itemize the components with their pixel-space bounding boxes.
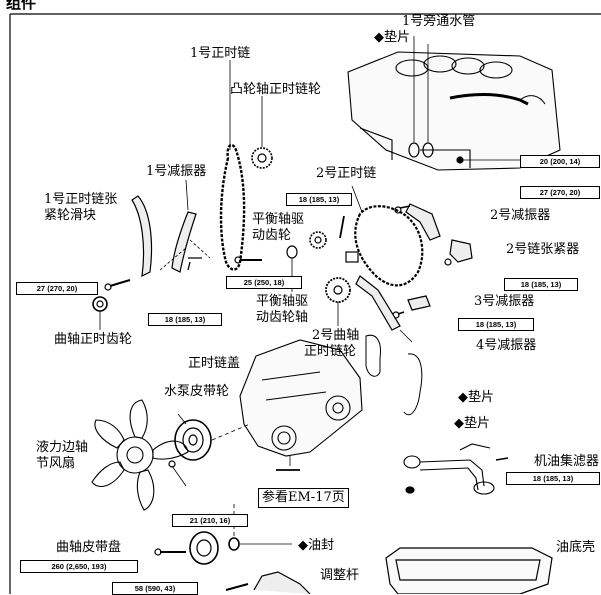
label-oil-strainer: 机油集滤器 [534, 454, 600, 469]
label-fan-line1: 液力边轴 [36, 440, 89, 455]
label-gasket-mid: ◆垫片 [454, 416, 490, 431]
label-balance-shaft-line2: 动齿轮轴 [256, 310, 309, 325]
see-em17-reference: 参看EM-17页 [258, 488, 349, 508]
label-no2-timing-chain: 2号正时链 [316, 166, 377, 181]
no1-timing-chain [219, 143, 246, 271]
label-no1-slipper-line1: 1号正时链张 [44, 192, 118, 207]
bypass-gasket-1 [408, 142, 420, 158]
bypass-gasket-2 [422, 142, 434, 158]
no1-damper [171, 211, 197, 273]
crank-timing-gear [92, 296, 108, 312]
label-timing-chain-cover: 正时链盖 [188, 356, 241, 371]
label-gasket-top: ◆垫片 [374, 30, 410, 45]
torque-260-2650-193: 260 (2,650, 193) [20, 560, 138, 573]
label-no1-bypass-pipe: 1号旁通水管 [402, 14, 476, 29]
label-no1-damper: 1号减振器 [146, 164, 207, 179]
fluid-coupling-fan [91, 399, 189, 511]
label-balance-shaft-line1: 平衡轴驱 [256, 294, 309, 309]
label-fan-line2: 节风扇 [36, 456, 76, 471]
camshaft-sprocket [251, 147, 273, 169]
label-crank-timing-gear: 曲轴正时齿轮 [54, 332, 133, 347]
cylinder-block [347, 51, 561, 171]
torque-18-185-13-e: 18 (185, 13) [506, 472, 600, 485]
torque-18-185-13-b: 18 (185, 13) [504, 278, 578, 291]
torque-58-590-43: 58 (590, 43) [112, 582, 198, 595]
no3-damper [407, 295, 431, 311]
water-pump-pulley [174, 419, 212, 461]
label-adjusting-bar: 调整杆 [320, 568, 360, 583]
torque-18-185-13-d: 18 (185, 13) [458, 318, 534, 331]
label-balance-gear-line1: 平衡轴驱 [252, 212, 305, 227]
label-no2-tensioner: 2号链张紧器 [506, 242, 580, 257]
no2-chain-tensioner [449, 239, 473, 263]
no4-damper [355, 275, 401, 331]
crankshaft-pulley [189, 531, 219, 565]
label-oil-pan: 油底壳 [556, 540, 596, 555]
torque-25-250-18: 25 (250, 18) [226, 276, 302, 289]
no1-tensioner-slipper [131, 195, 153, 278]
balance-shaft-drive-gear [309, 231, 327, 249]
label-no4-damper: 4号减振器 [476, 338, 537, 353]
label-no1-timing-chain: 1号正时链 [190, 46, 251, 61]
label-no3-damper: 3号减振器 [474, 294, 535, 309]
label-no2-crank-line1: 2号曲轴 [312, 328, 360, 343]
label-balance-gear-line2: 动齿轮 [252, 228, 292, 243]
balance-gear-shaft [286, 245, 298, 259]
torque-21-210-16: 21 (210, 16) [172, 514, 248, 527]
page-title: 组件 [6, 0, 37, 12]
oil-strainer [403, 443, 495, 495]
label-water-pump-pulley: 水泵皮带轮 [164, 384, 230, 399]
label-camshaft-sprocket: 凸轮轴正时链轮 [230, 82, 322, 97]
no2-damper [405, 203, 441, 241]
adjusting-bar [253, 571, 311, 594]
gasket-right [365, 334, 381, 377]
torque-27-270-20-top: 27 (270, 20) [520, 186, 600, 199]
label-crank-pulley: 曲轴皮带盘 [56, 540, 122, 555]
timing-chain-cover [239, 339, 363, 457]
torque-20-200-14: 20 (200, 14) [520, 155, 600, 168]
oil-seal [228, 537, 240, 551]
oil-pan [385, 547, 553, 594]
label-no2-crank-line2: 正时链轮 [304, 344, 357, 359]
torque-18-185-13-c: 18 (185, 13) [148, 313, 222, 326]
label-no1-slipper-line2: 紧轮滑块 [44, 208, 97, 223]
no2-crank-sprocket [325, 277, 351, 303]
torque-27-270-20-left: 27 (270, 20) [16, 282, 98, 295]
label-no2-damper: 2号减振器 [490, 208, 551, 223]
label-gasket-right: ◆垫片 [458, 390, 494, 405]
torque-18-185-13-a: 18 (185, 13) [286, 193, 352, 206]
label-oil-seal: ◆油封 [298, 538, 334, 553]
no2-timing-chain [354, 205, 424, 287]
